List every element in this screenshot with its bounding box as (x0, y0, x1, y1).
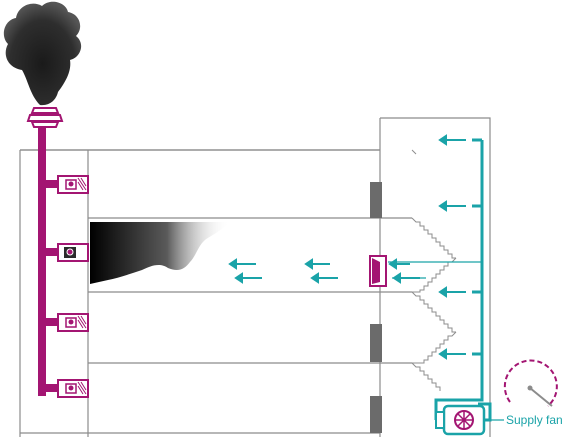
chimney-cap-icon (26, 107, 64, 128)
airflow-arrow-icon (438, 134, 466, 360)
exhaust-shaft (38, 128, 60, 396)
exhaust-damper-open-icon (57, 243, 89, 262)
exhaust-damper-icon (57, 313, 89, 332)
room-smoke (90, 222, 230, 284)
exhaust-damper-icon (57, 379, 89, 398)
supply-fan-label: Supply fan (506, 413, 563, 427)
open-door-icon (369, 255, 387, 287)
gauge-icon (503, 359, 558, 407)
supply-duct (434, 138, 492, 422)
door-icon (370, 182, 382, 433)
fan-icon (435, 404, 486, 436)
smoke-plume-icon (3, 1, 82, 106)
airflow-arrow-icon (228, 258, 420, 284)
exhaust-damper-icon (57, 175, 89, 194)
building-walls (19, 117, 491, 437)
stairs (411, 149, 457, 391)
